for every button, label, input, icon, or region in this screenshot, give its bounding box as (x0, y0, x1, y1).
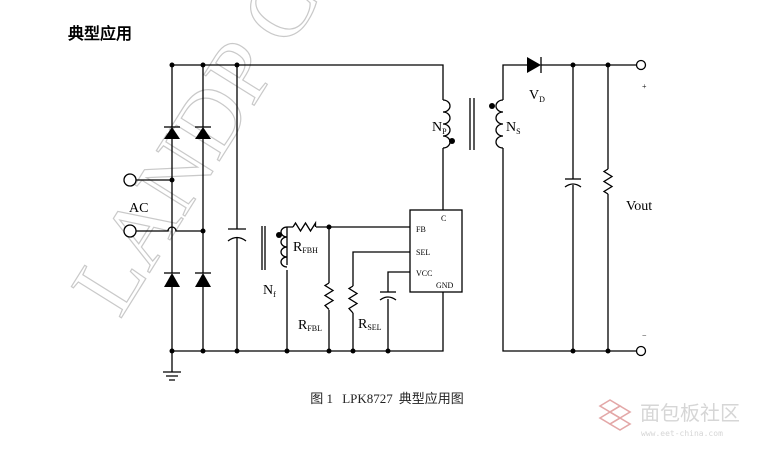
figure-part: LPK8727 (342, 391, 393, 406)
ic-pin-sel: SEL (416, 248, 430, 257)
rsel-label: RSEL (358, 317, 382, 332)
vd-label: VD (529, 88, 545, 104)
ic-pin-gnd: GND (436, 281, 454, 290)
site-url: www.eet-china.com (641, 429, 723, 438)
vcc-capacitor (379, 291, 397, 301)
transformer (442, 98, 504, 150)
ic-pin-fb: FB (416, 225, 426, 234)
ic-pin-vcc: VCC (416, 269, 432, 278)
wiring (136, 64, 641, 381)
load-resistor (602, 168, 614, 195)
bridge-diode-d1 (164, 126, 180, 139)
section-heading: 典型应用 (68, 24, 133, 43)
bridge-diode-d4 (195, 272, 211, 287)
figure-caption: 图 1 LPK8727 典型应用图 (0, 388, 774, 407)
ac-label: AC (129, 201, 148, 216)
rfbh-label: RFBH (293, 240, 318, 255)
rfbh-resistor (292, 220, 317, 233)
junction-dots (169, 62, 611, 354)
ic-pin-c: C (441, 214, 446, 223)
plus-label: + (642, 82, 647, 91)
np-label: NP (432, 120, 447, 136)
bridge-diode-d2 (195, 126, 211, 139)
bus-capacitor (227, 228, 247, 242)
vout-label: Vout (626, 199, 652, 214)
nf-label: Nf (263, 283, 276, 299)
aux-winding (261, 226, 288, 270)
rsel-resistor (347, 285, 359, 314)
watermark: LANDP CONN (52, 0, 441, 331)
minus-label: − (642, 331, 647, 340)
output-diode (527, 57, 542, 73)
output-terminals (635, 59, 647, 357)
bridge-diode-d3 (164, 272, 180, 287)
figure-title: 典型应用图 (398, 391, 464, 406)
output-capacitor (564, 178, 582, 188)
ic-lpk8727: C FB SEL VCC GND (409, 209, 463, 293)
ns-label: NS (506, 120, 521, 136)
ac-input-terminals (123, 173, 137, 238)
site-logo-icon (598, 399, 632, 431)
rfbl-resistor (323, 282, 335, 310)
watermark-text: LANDP CONN (53, 0, 441, 331)
figure-number: 图 1 (310, 391, 333, 406)
site-watermark: 面包板社区 www.eet-china.com (598, 399, 740, 438)
site-name: 面包板社区 (640, 401, 740, 425)
rfbl-label: RFBL (298, 318, 322, 333)
